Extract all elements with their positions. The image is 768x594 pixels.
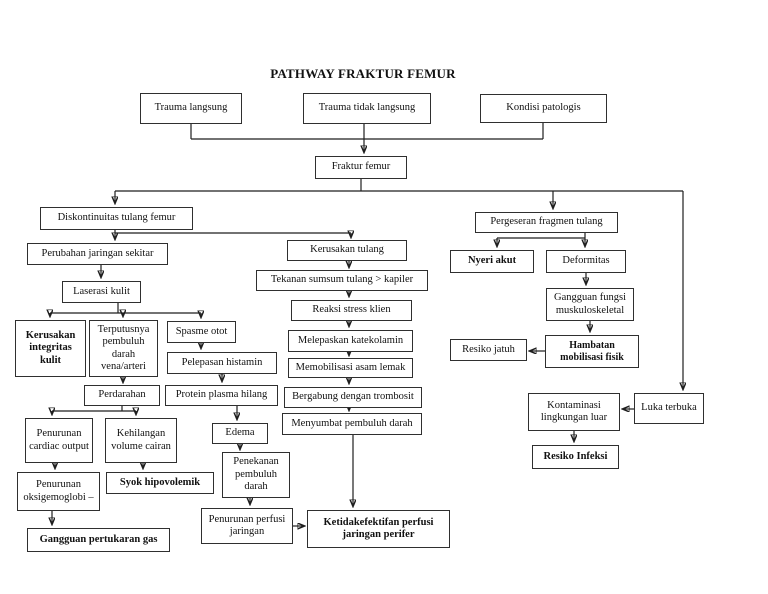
node-kerusakan-tulang: Kerusakan tulang [287, 240, 407, 261]
node-gangguan-pertukaran-gas: Gangguan pertukaran gas [27, 528, 170, 552]
node-ketidakefektifan-perfusi: Ketidakefektifan perfusi jaringan perife… [307, 510, 450, 548]
node-tekanan-sumsum-tulang: Tekanan sumsum tulang > kapiler [256, 270, 428, 291]
node-edema: Edema [212, 423, 268, 444]
node-gangguan-fungsi-muskuloskeletal: Gangguan fungsi muskuloskeletal [546, 288, 634, 321]
node-kerusakan-integritas-kulit: Kerusakan integritas kulit [15, 320, 86, 377]
node-melepaskan-katekolamin: Melepaskan katekolamin [288, 330, 413, 352]
node-syok-hipovolemik: Syok hipovolemik [106, 472, 214, 494]
node-trauma-langsung: Trauma langsung [140, 93, 242, 124]
node-bergabung-dengan-trombosit: Bergabung dengan trombosit [284, 387, 422, 408]
node-trauma-tidak-langsung: Trauma tidak langsung [303, 93, 431, 124]
node-memobilisasi-asam-lemak: Memobilisasi asam lemak [288, 358, 413, 378]
node-kontaminasi-lingkungan-luar: Kontaminasi lingkungan luar [528, 393, 620, 431]
node-perdarahan: Perdarahan [84, 385, 160, 406]
node-nyeri-akut: Nyeri akut [450, 250, 534, 273]
node-reaksi-stress-klien: Reaksi stress klien [291, 300, 412, 321]
node-spasme-otot: Spasme otot [167, 321, 236, 343]
node-penurunan-oksigemoglobi: Penurunan oksigemoglobi – [17, 472, 100, 511]
node-penurunan-perfusi-jaringan: Penurunan perfusi jaringan [201, 508, 293, 544]
node-laserasi-kulit: Laserasi kulit [62, 281, 141, 303]
page-title: PATHWAY FRAKTUR FEMUR [270, 66, 456, 81]
node-luka-terbuka: Luka terbuka [634, 393, 704, 424]
node-kondisi-patologis: Kondisi patologis [480, 94, 607, 123]
node-resiko-infeksi: Resiko Infeksi [532, 445, 619, 469]
node-diskontinuitas-tulang-femur: Diskontinuitas tulang femur [40, 207, 193, 230]
node-pelepasan-histamin: Pelepasan histamin [167, 352, 277, 374]
node-menyumbat-pembuluh-darah: Menyumbat pembuluh darah [282, 413, 422, 435]
node-pergeseran-fragmen-tulang: Pergeseran fragmen tulang [475, 212, 618, 233]
node-resiko-jatuh: Resiko jatuh [450, 339, 527, 361]
node-fraktur-femur: Fraktur femur [315, 156, 407, 179]
node-terputusnya-pembuluh-darah: Terputusnya pembuluh darah vena/arteri [89, 320, 158, 377]
node-protein-plasma-hilang: Protein plasma hilang [165, 385, 278, 406]
node-deformitas: Deformitas [546, 250, 626, 273]
node-kehilangan-volume-cairan: Kehilangan volume cairan [105, 418, 177, 463]
node-perubahan-jaringan-sekitar: Perubahan jaringan sekitar [27, 243, 168, 265]
node-penekanan-pembuluh-darah: Penekanan pembuluh darah [222, 452, 290, 498]
node-penurunan-cardiac-output: Penurunan cardiac output [25, 418, 93, 463]
node-hambatan-mobilisasi-fisik: Hambatan mobilisasi fisik [545, 335, 639, 368]
